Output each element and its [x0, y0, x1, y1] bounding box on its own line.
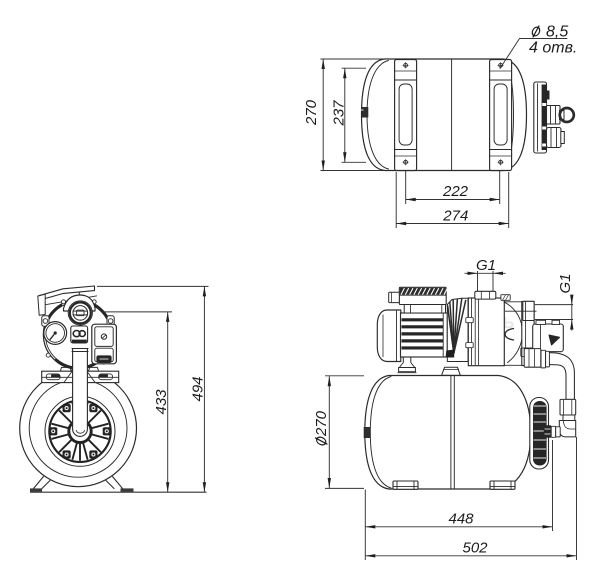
svg-text:G1: G1	[476, 257, 496, 274]
svg-text:237: 237	[331, 100, 348, 127]
svg-text:222: 222	[442, 183, 469, 200]
svg-text:433: 433	[153, 389, 170, 415]
svg-text:4 отв.: 4 отв.	[529, 40, 577, 57]
svg-text:270: 270	[313, 410, 330, 437]
svg-text:448: 448	[448, 510, 474, 527]
svg-text:G1: G1	[557, 273, 574, 293]
svg-text:274: 274	[442, 207, 468, 224]
svg-text:270: 270	[303, 99, 320, 126]
svg-text:8,5: 8,5	[546, 24, 568, 41]
svg-text:494: 494	[190, 376, 207, 401]
svg-text:502: 502	[462, 540, 488, 557]
